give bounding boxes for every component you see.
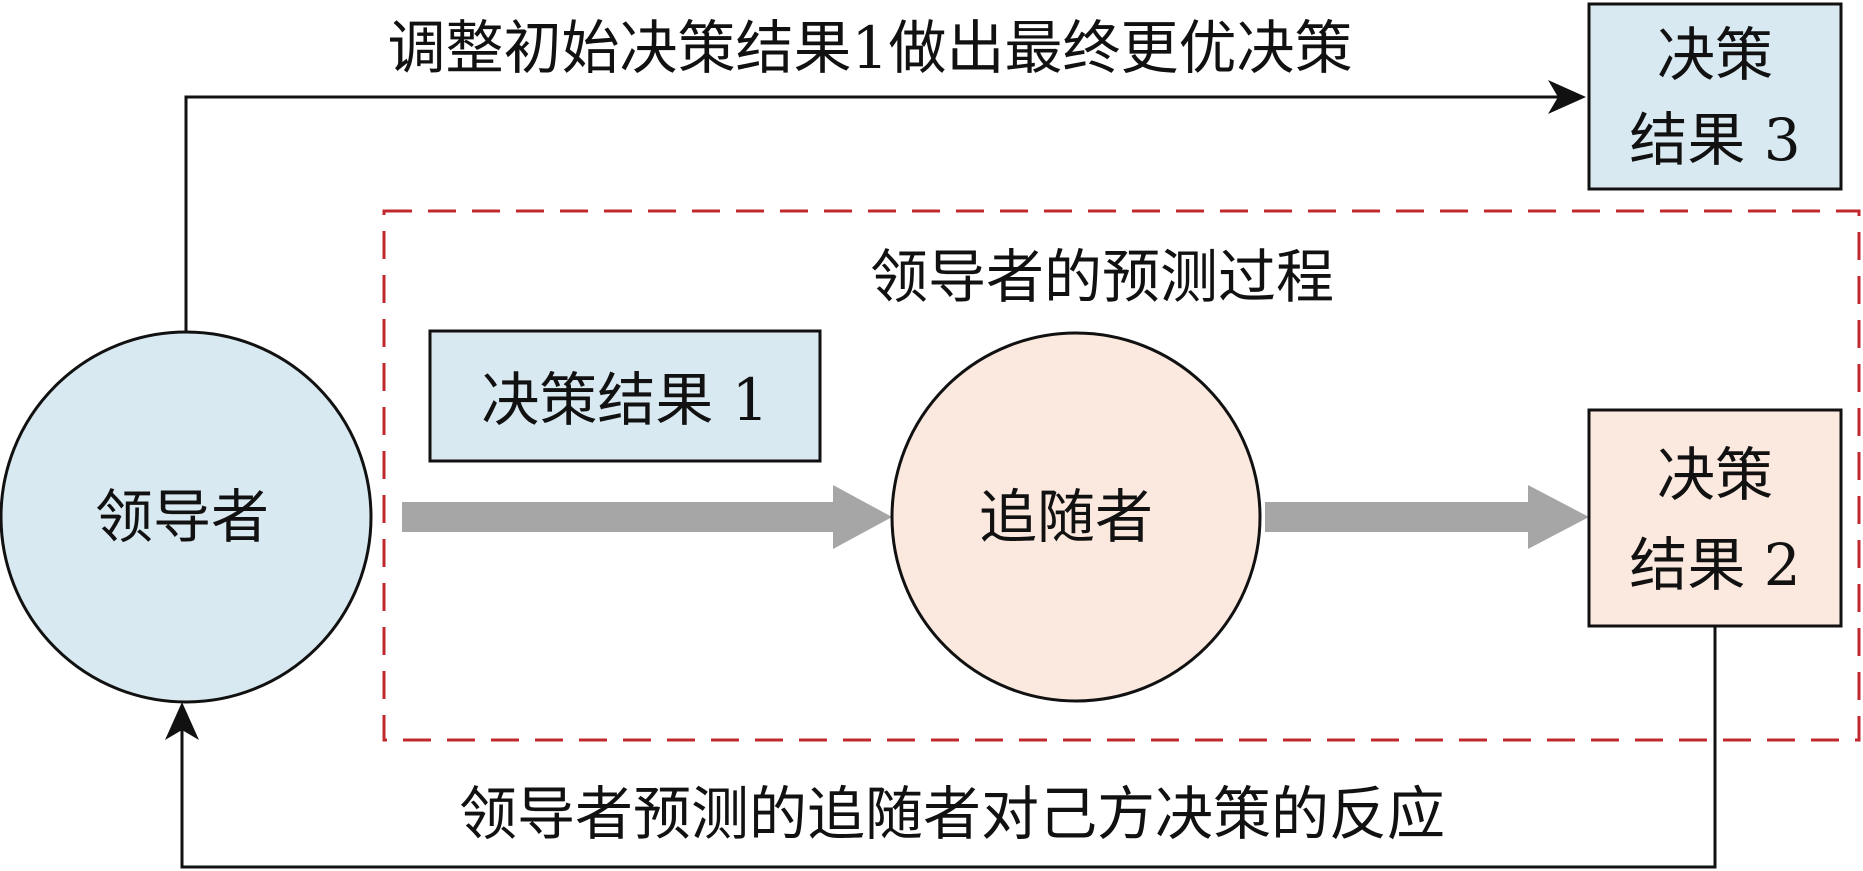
result1-box	[428, 329, 822, 463]
top-arrow-line	[184, 95, 1580, 332]
result1-label: 决策结果 1	[481, 366, 768, 434]
region-title: 领导者的预测过程	[870, 243, 1334, 311]
follower-node	[890, 331, 1262, 703]
result3-box	[1587, 2, 1843, 191]
bottom-arrow-line	[180, 626, 1717, 869]
top-arrow-head	[1548, 80, 1586, 114]
follower-label: 追随者	[979, 483, 1153, 551]
result2-line1: 决策	[1657, 441, 1773, 509]
bottom-label: 领导者预测的追随者对己方决策的反应	[459, 780, 1445, 848]
leader-node	[0, 330, 373, 704]
result2-line2: 结果 2	[1629, 531, 1800, 599]
result3-line1: 决策	[1657, 21, 1773, 89]
bottom-arrow-head	[165, 702, 199, 740]
result3-line2: 结果 3	[1629, 106, 1800, 174]
top-label: 调整初始决策结果1做出最终更优决策	[388, 14, 1353, 82]
thick-arrow-2	[1265, 485, 1589, 549]
leader-label: 领导者	[95, 483, 269, 551]
thick-arrow-1	[402, 485, 892, 549]
prediction-region	[382, 209, 1861, 742]
